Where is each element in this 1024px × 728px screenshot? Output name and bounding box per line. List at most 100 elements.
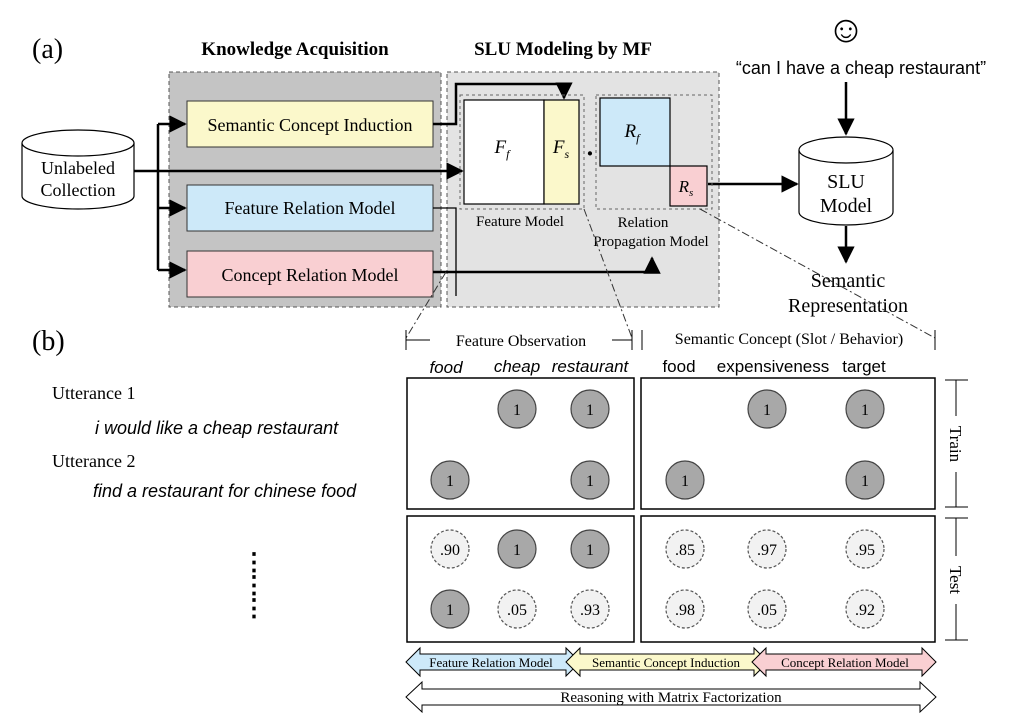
test-cell-value: .95 bbox=[855, 542, 875, 559]
utterance1-text: i would like a cheap restaurant bbox=[95, 418, 339, 438]
semantic-concept-induction-box: Semantic Concept Induction bbox=[186, 100, 434, 148]
part-b-label: (b) bbox=[32, 326, 65, 357]
rf-symbol: R bbox=[624, 121, 637, 142]
train-cell-circle bbox=[845, 460, 885, 500]
test-cell-circle bbox=[497, 529, 537, 569]
train-cell-value: 1 bbox=[586, 402, 594, 419]
svg-text:Rf: Rf bbox=[624, 121, 642, 145]
semantic-rep-line2: Representation bbox=[788, 295, 908, 317]
feature-relation-arrow-label: Feature Relation Model bbox=[429, 655, 553, 670]
feature-relation-model-box: Feature Relation Model bbox=[186, 184, 434, 232]
train-cell-circle bbox=[430, 460, 470, 500]
semantic-concept-arrow: Semantic Concept Induction bbox=[565, 646, 769, 678]
relation-label-line1: Relation bbox=[618, 215, 669, 231]
test-cell-circle bbox=[747, 589, 787, 629]
svg-text:⋮: ⋮ bbox=[242, 596, 266, 622]
test-cell-circle bbox=[747, 529, 787, 569]
test-cell-circle bbox=[570, 529, 610, 569]
semantic-concept-induction-label: Semantic Concept Induction bbox=[208, 115, 413, 135]
utterance1-label: Utterance 1 bbox=[52, 383, 135, 403]
col-food-concept: food bbox=[662, 357, 695, 376]
col-restaurant-feature: restaurant bbox=[552, 357, 630, 376]
zoom-lines bbox=[405, 208, 936, 339]
col-cheap-feature: cheap bbox=[494, 357, 540, 376]
collection-arrows bbox=[134, 82, 799, 279]
train-concept-matrix bbox=[640, 377, 936, 510]
train-feature-matrix bbox=[406, 377, 635, 510]
feature-observation-bracket bbox=[405, 330, 633, 350]
test-cell-circle bbox=[665, 589, 705, 629]
col-target-concept: target bbox=[842, 357, 886, 376]
semantic-rep-line1: Semantic bbox=[811, 270, 886, 292]
rf-matrix bbox=[599, 97, 671, 167]
relation-propagation-model: Rf Rs Relation Propagation Model bbox=[593, 94, 713, 250]
svg-text:Ff: Ff bbox=[494, 137, 512, 161]
train-cell-value: 1 bbox=[586, 473, 594, 490]
train-cell-circle bbox=[665, 460, 705, 500]
test-cell-circle bbox=[845, 589, 885, 629]
test-cell-value: 1 bbox=[586, 542, 594, 559]
test-cell-circle bbox=[430, 529, 470, 569]
utterance2-label: Utterance 2 bbox=[52, 451, 135, 471]
semantic-concept-label: Semantic Concept (Slot / Behavior) bbox=[675, 331, 903, 348]
rs-subscript: s bbox=[689, 187, 693, 199]
test-cell-circle bbox=[570, 589, 610, 629]
rs-matrix bbox=[669, 165, 708, 207]
slu-label-line2: Model bbox=[820, 195, 873, 217]
col-expensiveness-concept: expensiveness bbox=[717, 357, 829, 376]
train-cell-value: 1 bbox=[861, 473, 869, 490]
test-cell-value: .92 bbox=[855, 602, 875, 619]
test-cell-circle bbox=[845, 529, 885, 569]
col-food-feature: food bbox=[429, 358, 463, 377]
ff-subscript: f bbox=[506, 147, 511, 161]
svg-text:Fs: Fs bbox=[552, 137, 570, 161]
fs-matrix bbox=[543, 99, 580, 205]
svg-text:⋮: ⋮ bbox=[242, 573, 266, 599]
feature-relation-model-label: Feature Relation Model bbox=[225, 198, 396, 218]
utterance2-text: find a restaurant for chinese food bbox=[93, 481, 357, 501]
train-cell-value: 1 bbox=[446, 473, 454, 490]
feature-relation-arrow: Feature Relation Model bbox=[405, 646, 581, 678]
frm-connector bbox=[433, 207, 457, 296]
unlabeled-label-line2: Collection bbox=[41, 180, 116, 200]
test-cell-value: .98 bbox=[675, 602, 695, 619]
test-cell-value: .85 bbox=[675, 542, 695, 559]
fs-subscript: s bbox=[564, 147, 569, 161]
ellipsis-dots: ⋮ ⋮ ⋮ bbox=[242, 550, 266, 622]
unlabeled-label-line1: Unlabeled bbox=[41, 158, 115, 178]
train-cell-circle bbox=[747, 389, 787, 429]
test-concept-matrix bbox=[640, 515, 936, 643]
fs-symbol: F bbox=[552, 137, 565, 158]
semantic-concept-bracket bbox=[641, 330, 936, 350]
ff-matrix bbox=[463, 99, 545, 205]
concept-relation-arrow: Concept Relation Model bbox=[751, 646, 937, 678]
test-cell-circle bbox=[665, 529, 705, 569]
relation-label-line2: Propagation Model bbox=[593, 234, 708, 250]
slu-label-line1: SLU bbox=[827, 171, 865, 193]
test-cell-circle bbox=[430, 589, 470, 629]
test-cell-circle bbox=[497, 589, 537, 629]
train-label: Train bbox=[946, 426, 965, 463]
svg-text:⋮: ⋮ bbox=[242, 550, 266, 576]
reasoning-arrow: Reasoning with Matrix Factorization bbox=[405, 680, 937, 714]
test-cell-value: .05 bbox=[507, 602, 527, 619]
knowledge-acquisition-title: Knowledge Acquisition bbox=[201, 39, 389, 60]
multiply-dot: · bbox=[586, 139, 595, 168]
smiley-icon: ☺ bbox=[827, 9, 866, 51]
test-label: Test bbox=[946, 566, 965, 594]
train-cell-value: 1 bbox=[513, 402, 521, 419]
concept-relation-arrow-label: Concept Relation Model bbox=[781, 655, 909, 670]
slu-model-cylinder: SLU Model bbox=[798, 136, 894, 226]
semantic-concept-arrow-label: Semantic Concept Induction bbox=[592, 655, 741, 670]
test-cell-value: .90 bbox=[440, 542, 460, 559]
concept-relation-model-box: Concept Relation Model bbox=[186, 250, 434, 298]
svg-text:Rs: Rs bbox=[678, 177, 694, 199]
train-cell-circle bbox=[845, 389, 885, 429]
train-cell-circle bbox=[570, 460, 610, 500]
test-feature-matrix bbox=[406, 515, 635, 643]
rf-subscript: f bbox=[636, 131, 641, 145]
part-a-label: (a) bbox=[32, 34, 63, 65]
feature-model-label: Feature Model bbox=[476, 214, 564, 230]
test-cell-value: .97 bbox=[757, 542, 777, 559]
